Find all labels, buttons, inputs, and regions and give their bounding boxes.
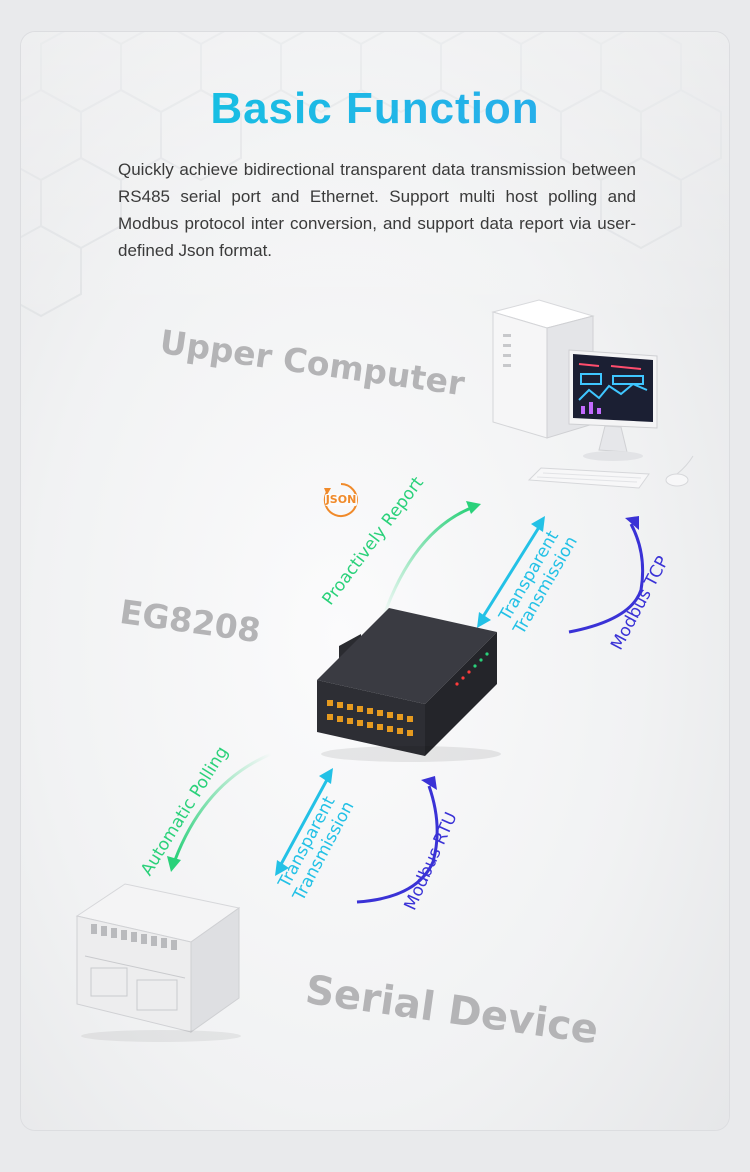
polling-arrow bbox=[167, 752, 272, 872]
modbus-tcp-arrow bbox=[568, 516, 645, 634]
transparent-arrow-bottom bbox=[275, 768, 333, 876]
serial-device-label: Serial Device bbox=[302, 967, 602, 1054]
eg8208-label: EG8208 bbox=[117, 592, 264, 651]
description-text: Quickly achieve bidirectional transparen… bbox=[118, 160, 636, 260]
modbus-rtu-arrow bbox=[356, 776, 439, 904]
serial-device-illustration bbox=[75, 883, 241, 1042]
json-icon bbox=[323, 483, 358, 517]
upper-computer-label: Upper Computer bbox=[157, 322, 468, 404]
hexagon-background bbox=[21, 32, 729, 332]
computer-illustration bbox=[491, 299, 694, 489]
main-card: Basic Function Quickly achieve bidirecti… bbox=[21, 32, 729, 1130]
page-title: Basic Function bbox=[21, 84, 729, 134]
json-badge-label: JSON bbox=[325, 493, 357, 506]
gateway-device-illustration bbox=[317, 608, 501, 762]
transparent-arrow-top bbox=[477, 516, 545, 628]
report-arrow bbox=[381, 501, 481, 619]
